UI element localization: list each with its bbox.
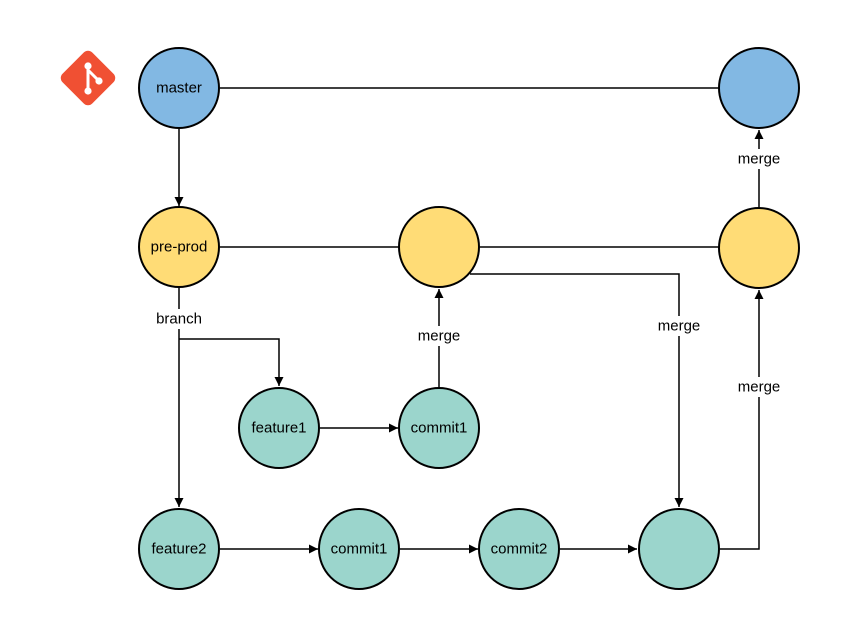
node-feature2-label: feature2 <box>151 541 206 558</box>
node-feature2-commit1[interactable]: commit1 <box>318 508 400 590</box>
merge-label-feature1: merge <box>418 328 461 345</box>
edge-labels: branch merge merge merge merge <box>148 149 788 397</box>
merge-label-preprod-to-feature2: merge <box>658 318 701 335</box>
node-feature2-merge[interactable] <box>638 508 720 590</box>
node-feature2-commit1-label: commit1 <box>331 541 388 558</box>
node-feature2[interactable]: feature2 <box>138 508 220 590</box>
edge-merge1-to-f2merge <box>470 273 684 507</box>
node-feature1-commit1-label: commit1 <box>411 420 468 437</box>
node-feature1-label: feature1 <box>251 420 306 437</box>
node-preprod-merge1[interactable] <box>398 206 480 288</box>
merge-label-preprod-to-master: merge <box>738 151 781 168</box>
node-master[interactable]: master <box>138 47 220 129</box>
git-logo-icon <box>60 50 116 106</box>
node-preprod[interactable]: pre-prod <box>138 206 220 288</box>
node-feature1[interactable]: feature1 <box>238 387 320 469</box>
node-master-label: master <box>156 80 202 97</box>
branch-label: branch <box>156 311 202 328</box>
node-feature1-commit1[interactable]: commit1 <box>398 387 480 469</box>
node-master-merge[interactable] <box>718 47 800 129</box>
nodes: master pre-prod feature1 commit1 feature… <box>138 47 800 590</box>
node-feature2-commit2[interactable]: commit2 <box>478 508 560 590</box>
node-feature2-commit2-label: commit2 <box>491 541 548 558</box>
edge-branch-to-feature1 <box>179 338 284 386</box>
merge-label-feature2-to-preprod: merge <box>738 379 781 396</box>
edge-f2merge-to-merge2 <box>720 290 764 550</box>
node-preprod-merge2[interactable] <box>718 207 800 289</box>
node-preprod-label: pre-prod <box>151 239 208 256</box>
